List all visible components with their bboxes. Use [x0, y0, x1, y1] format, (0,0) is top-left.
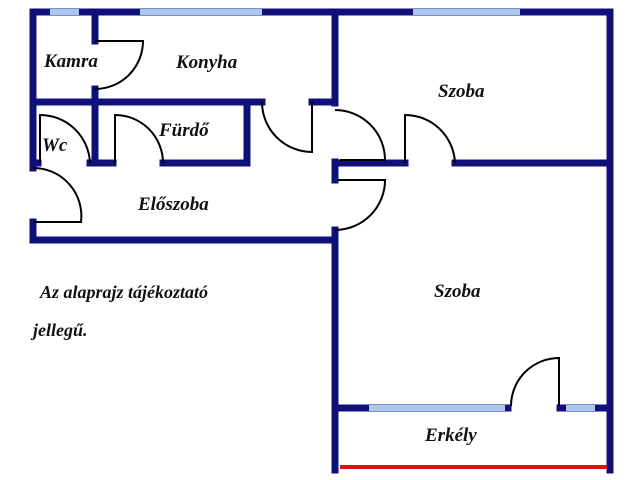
door-szoba-bottom: [334, 179, 387, 231]
walls: [29, 8, 614, 474]
room-label-szoba-top: Szoba: [438, 81, 485, 102]
room-label-erkely: Erkély: [424, 425, 477, 446]
room-label-furdo: Fürdő: [158, 120, 210, 141]
room-label-szoba-bottom: Szoba: [434, 281, 481, 302]
doors: [32, 40, 560, 407]
room-label-eloszoba: Előszoba: [137, 194, 209, 215]
door-kamra: [94, 40, 145, 90]
door-entrance: [32, 166, 83, 223]
door-konyha: [261, 101, 313, 154]
disclaimer-line-2: jellegű.: [30, 320, 88, 340]
windows: [50, 9, 595, 411]
door-szoba-top: [404, 113, 456, 164]
room-label-wc: Wc: [42, 135, 68, 156]
door-furdo: [114, 113, 164, 164]
disclaimer-line-1: Az alaprajz tájékoztató: [39, 282, 208, 302]
door-szoba-top-left: [334, 109, 387, 161]
room-label-kamra: Kamra: [43, 51, 98, 72]
door-balcony: [510, 356, 560, 407]
room-label-konyha: Konyha: [175, 52, 238, 73]
door-wc: [39, 113, 91, 164]
